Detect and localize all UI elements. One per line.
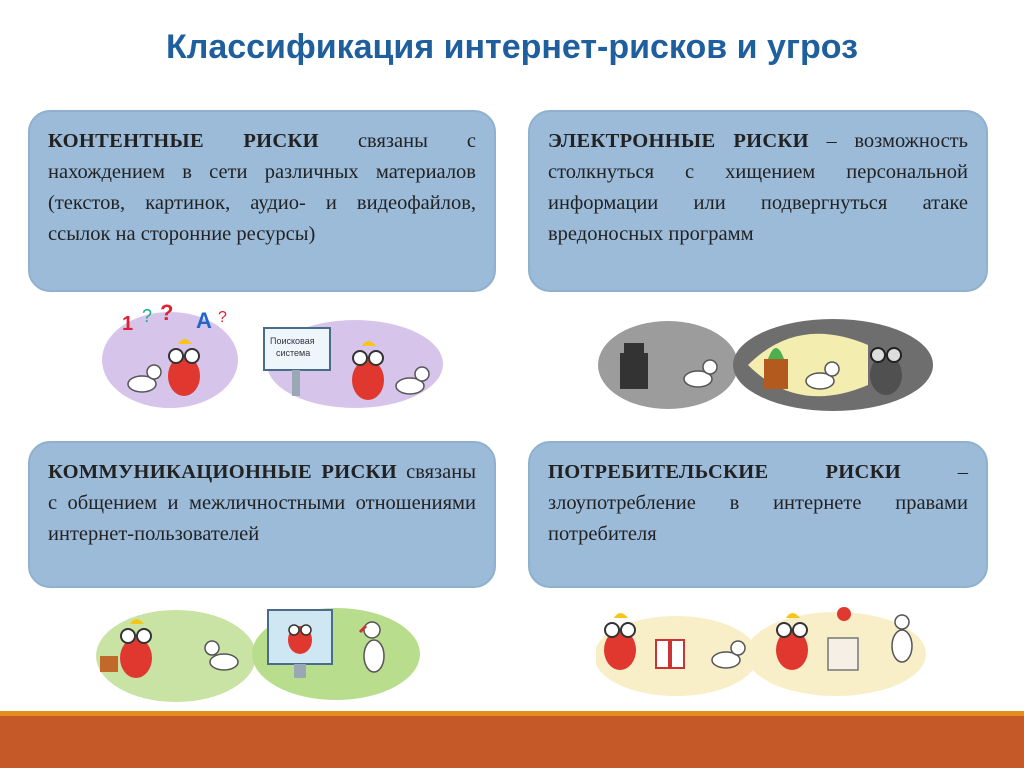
cartoon-character — [776, 613, 808, 670]
plant-chair — [764, 348, 788, 389]
consumer-risks-illustration — [596, 607, 926, 696]
svg-text:?: ? — [160, 300, 173, 325]
footer-accent-line — [0, 711, 1024, 716]
content-risks-text: связаны с нахождением в сети различных м… — [48, 130, 476, 245]
communication-risks-text: связаны с общением и межличностными отно… — [48, 461, 476, 545]
svg-text:?: ? — [218, 309, 227, 326]
cartoon-character — [870, 347, 902, 395]
consumer-risks-text: – злоупотребление в интернете правами по… — [548, 461, 969, 545]
cartoon-character — [352, 341, 384, 400]
electronic-risks-card: ЭЛЕКТРОННЫЕ РИСКИ – возможность столкнут… — [528, 110, 988, 292]
communication-risks-illustration — [96, 608, 420, 702]
electronic-risks-illustration — [598, 319, 933, 411]
cartoon-dog — [358, 621, 385, 673]
cartoon-dog — [127, 364, 162, 393]
search-engine-sign: Поисковая система — [263, 327, 331, 396]
content-risks-heading: КОНТЕНТНЫЕ РИСКИ — [48, 130, 319, 152]
search-sign-text: Поисковая — [270, 336, 315, 346]
cartoon-dog — [711, 640, 746, 669]
cartoon-dog — [683, 359, 718, 388]
cartoon-character — [100, 619, 152, 678]
consumer-risks-heading: ПОТРЕБИТЕЛЬСКИЕ РИСКИ — [548, 461, 902, 483]
page-title: Классификация интернет-рисков и угроз — [165, 28, 859, 66]
open-box — [827, 607, 859, 671]
monitor-frame — [267, 609, 333, 678]
green-blob — [96, 610, 256, 702]
content-risks-card: КОНТЕНТНЫЕ РИСКИ связаны с нахождением в… — [28, 110, 496, 292]
cartoon-dog — [805, 361, 840, 390]
consumer-risks-card: ПОТРЕБИТЕЛЬСКИЕ РИСКИ – злоупотребление … — [528, 441, 988, 588]
electronic-risks-text: – возможность столкнуться с хищением пер… — [548, 130, 968, 245]
svg-text:A: A — [196, 308, 212, 333]
content-risks-illustration: 1 ? ? A ? Поисковая система — [102, 300, 443, 408]
cartoon-dog — [891, 614, 913, 663]
electronic-risks-heading: ЭЛЕКТРОННЫЕ РИСКИ — [548, 130, 809, 152]
gift-box — [655, 639, 685, 669]
svg-text:?: ? — [142, 306, 152, 326]
svg-text:1: 1 — [122, 313, 133, 335]
svg-text:система: система — [276, 348, 310, 358]
cartoon-dog — [204, 640, 239, 671]
cartoon-character — [168, 339, 200, 396]
chair-silhouette — [620, 343, 648, 389]
communication-risks-heading: КОММУНИКАЦИОННЫЕ РИСКИ — [48, 461, 397, 483]
cartoon-character — [604, 613, 636, 670]
communication-risks-card: КОММУНИКАЦИОННЫЕ РИСКИ связаны с общение… — [28, 441, 496, 588]
footer-bar — [0, 716, 1024, 768]
cartoon-dog — [395, 366, 430, 395]
